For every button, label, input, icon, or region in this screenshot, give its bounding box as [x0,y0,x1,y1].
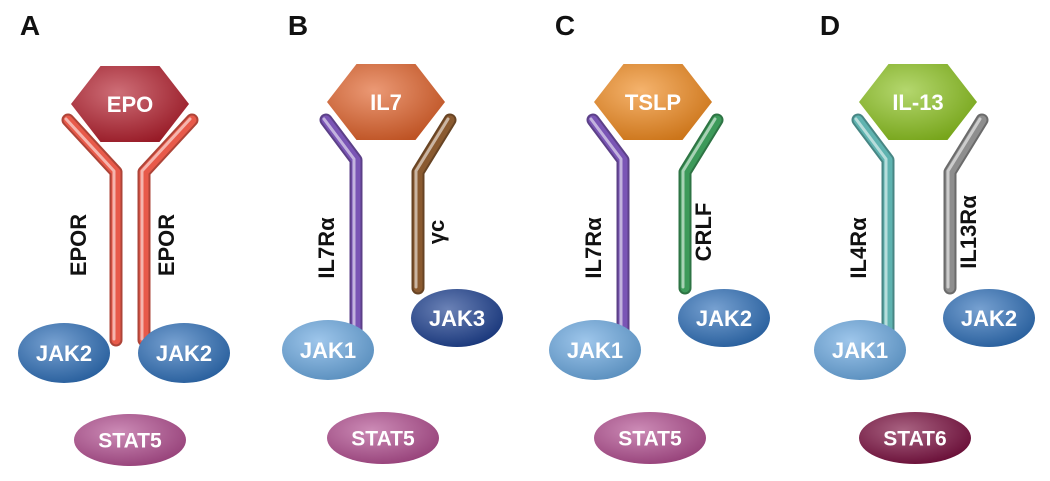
panel-letter-c: C [555,10,575,41]
jak-left-label: JAK1 [300,338,356,363]
receptor-left-label: IL7Rα [581,217,606,279]
stat-node: STAT5 [594,412,706,464]
panel-a: A [20,10,40,41]
jak-right: JAK2 [138,323,230,383]
receptor-left-label: EPOR [66,214,91,276]
jak-left: JAK2 [18,323,110,383]
receptor-right-label: γc [424,220,449,244]
jak-left: JAK1 [282,320,374,380]
ligand-hexagon: TSLP [594,64,712,140]
stat-node-label: STAT5 [98,430,162,453]
panel-c: C [555,10,575,41]
jak-right: JAK2 [678,289,770,347]
panel-b: B [288,10,308,41]
panel-d: D [820,10,840,41]
jak-left-label: JAK1 [567,338,623,363]
stat-node: STAT5 [327,412,439,464]
stat-node-label: STAT6 [883,428,946,451]
receptor-left-chain [319,113,363,343]
ligand-label: TSLP [625,90,681,115]
receptor-right-chain [411,113,457,295]
receptor-right-chain [943,113,989,295]
ligand-label: IL-13 [892,90,943,115]
jak-right-label: JAK2 [156,341,212,366]
ligand-hexagon: EPO [71,66,189,142]
ligand-hexagon: IL7 [327,64,445,140]
jak-right-label: JAK2 [696,306,752,331]
stat-node-label: STAT5 [351,428,415,451]
panel-letter-b: B [288,10,308,41]
ligand-label: IL7 [370,90,402,115]
ligand-label: EPO [107,92,153,117]
receptor-right-chain [678,113,724,295]
jak-left-label: JAK1 [832,338,888,363]
jak-left: JAK1 [549,320,641,380]
jak-left-label: JAK2 [36,341,92,366]
receptor-right-label: IL13Rα [956,195,981,269]
receptor-left-chain [61,113,123,347]
receptor-left-label: IL4Rα [846,217,871,279]
stat-node: STAT5 [74,414,186,466]
jak-right: JAK3 [411,289,503,347]
panel-letter-d: D [820,10,840,41]
jak-right-label: JAK3 [429,306,485,331]
receptor-right-label: EPOR [154,214,179,276]
stat-node: STAT6 [859,412,971,464]
receptor-right-label: CRLF [691,203,716,262]
panel-letter-a: A [20,10,40,41]
receptor-right-chain [137,113,199,347]
receptor-left-chain [586,113,630,343]
stat-node-label: STAT5 [618,428,682,451]
receptor-left-chain [851,113,895,343]
receptor-left-label: IL7Rα [314,217,339,279]
jak-right-label: JAK2 [961,306,1017,331]
jak-right: JAK2 [943,289,1035,347]
jak-left: JAK1 [814,320,906,380]
ligand-hexagon: IL-13 [859,64,977,140]
